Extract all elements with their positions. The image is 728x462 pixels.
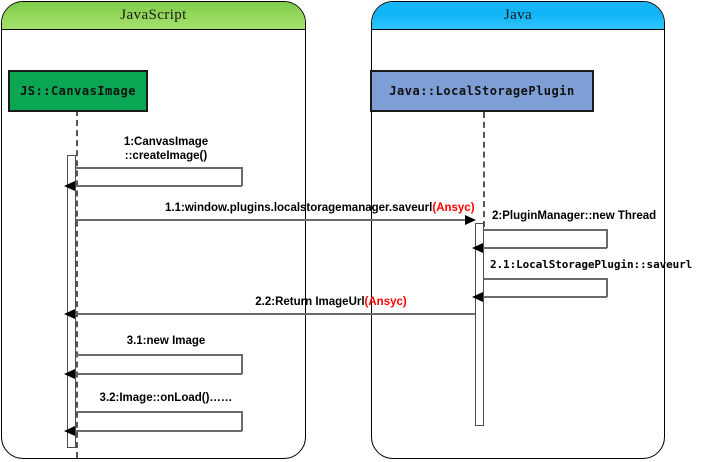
message-2-right-segment [606, 229, 608, 248]
message-1-arrowhead [64, 181, 75, 191]
message-1-1-async-tag: (Ansyc) [432, 202, 475, 214]
message-1-right-segment [241, 167, 243, 186]
message-3-2-top-segment [76, 411, 242, 413]
message-1-return-segment [76, 185, 242, 187]
message-2-1-arrowhead [472, 292, 483, 302]
lifeline-js-canvasimage [76, 110, 78, 458]
message-2-1-return-segment [484, 296, 607, 298]
message-1-1-arrowhead [465, 215, 476, 225]
panel-javascript-header: JavaScript [2, 2, 305, 30]
message-1-1-label: 1.1:window.plugins.localstoragemanager.s… [165, 201, 475, 215]
message-1-top-segment [76, 167, 242, 169]
message-2-return-segment [484, 247, 607, 249]
activation-js-canvasimage [67, 155, 76, 448]
panel-java-header: Java [372, 2, 664, 30]
message-3-1-label: 3.1:new Image [126, 335, 206, 347]
message-3-2-right-segment [241, 411, 243, 431]
message-2-1-top-segment [484, 278, 607, 280]
message-3-1-right-segment [241, 354, 243, 374]
message-2-2-label-text: 2.2:Return ImageUrl [255, 296, 365, 308]
message-2-1-label: 2.1:LocalStoragePlugin::saveurl [490, 258, 693, 271]
message-3-1-top-segment [76, 354, 242, 356]
message-2-1-right-segment [606, 278, 608, 297]
message-1-1-line [76, 219, 468, 221]
message-1-1-label-text: 1.1:window.plugins.localstoragemanager.s… [165, 202, 433, 214]
participant-js-canvasimage[interactable]: JS::CanvasImage [8, 70, 148, 112]
message-2-top-segment [484, 229, 607, 231]
message-3-1-arrowhead [64, 369, 75, 379]
message-3-2-arrowhead [64, 426, 75, 436]
message-1-label-line1: 1:CanvasImage [123, 136, 209, 148]
activation-java-localstorageplugin [475, 223, 484, 426]
message-2-label: 2:PluginManager::new Thread [492, 210, 657, 222]
message-2-2-line [76, 313, 475, 315]
message-1-label-line2: ::createImage() [124, 150, 208, 162]
participant-java-localstorageplugin[interactable]: Java::LocalStoragePlugin [370, 70, 594, 112]
lifeline-java-localstorageplugin [483, 112, 485, 227]
message-3-2-label: 3.2:Image::onLoad()…… [99, 392, 233, 404]
message-2-arrowhead [472, 243, 483, 253]
panel-javascript-title: JavaScript [120, 7, 187, 23]
participant-js-canvasimage-label: JS::CanvasImage [20, 84, 136, 98]
participant-java-localstorageplugin-label: Java::LocalStoragePlugin [389, 84, 575, 98]
message-3-2-return-segment [76, 430, 242, 432]
message-2-2-arrowhead [64, 309, 75, 319]
panel-java-title: Java [503, 7, 533, 23]
message-2-2-label: 2.2:Return ImageUrl(Ansyc) [186, 295, 476, 309]
message-2-2-async-tag: (Ansyc) [364, 296, 407, 308]
message-3-1-return-segment [76, 373, 242, 375]
